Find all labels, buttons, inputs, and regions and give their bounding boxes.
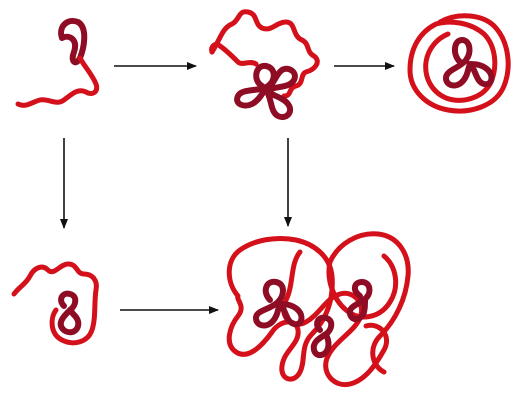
- partial-core: [57, 290, 82, 336]
- outer-wrap-chain: [407, 13, 511, 114]
- arrows: [60, 62, 395, 314]
- outer-chain-left-tail: [209, 41, 259, 67]
- aggregate-core-3: [310, 314, 335, 358]
- compact-core: [443, 37, 495, 89]
- partial-outer-chain: [11, 261, 99, 346]
- aggregate-core-2: [346, 279, 373, 322]
- chain-tail: [15, 55, 100, 108]
- folded-core: [234, 62, 298, 120]
- outer-chain-loose: [209, 9, 320, 99]
- stage-core-folded-loose-tail: [209, 9, 320, 120]
- stage-aggregated-tangle: [226, 231, 411, 388]
- stage-compact-wrapped: [407, 13, 511, 114]
- tangle-chain-left: [226, 235, 335, 382]
- stage-partially-folded: [11, 261, 99, 346]
- aggregate-core-1: [253, 278, 305, 329]
- stage-unfolded-chain: [15, 18, 100, 108]
- tangle-chain-right: [326, 231, 411, 375]
